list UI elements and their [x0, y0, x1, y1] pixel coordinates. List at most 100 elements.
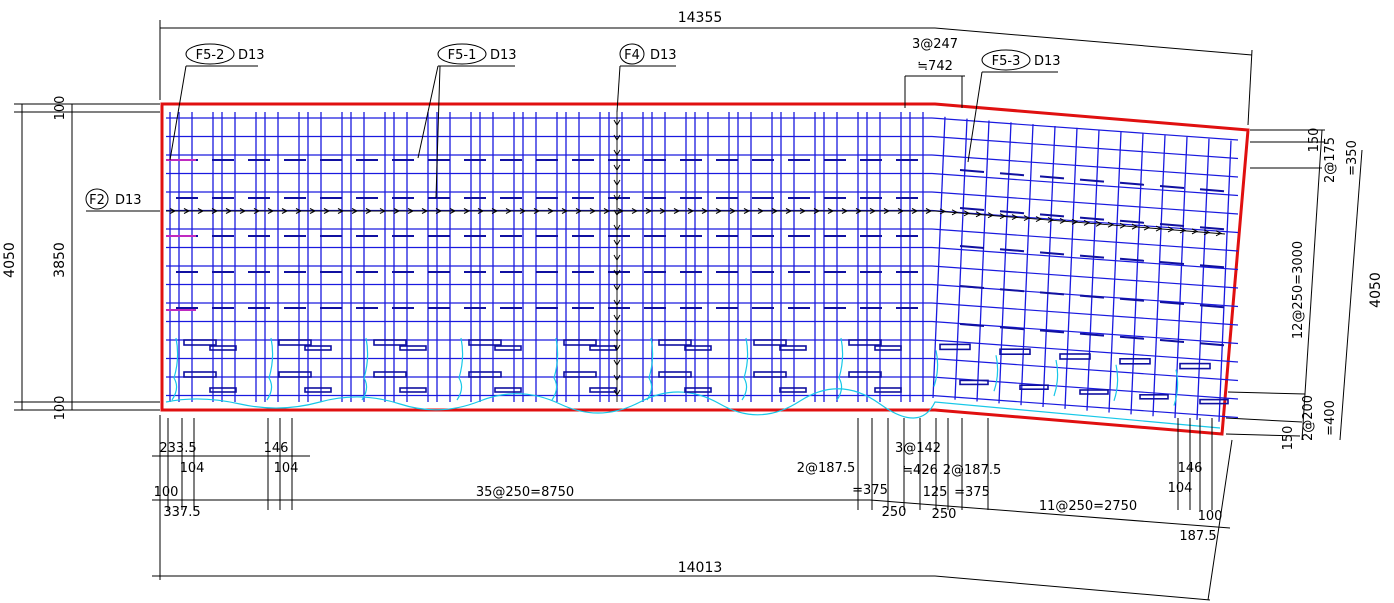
distribution-bar [999, 248, 1025, 253]
dim-b-100: 100 [154, 485, 179, 500]
rebar-vertical [1174, 136, 1188, 419]
rebar-horizontal [931, 172, 1239, 197]
column-bar [494, 387, 522, 393]
bar-label-f4: F4 D13 [619, 43, 677, 65]
rebar-horizontal [931, 117, 1239, 141]
dim-b-11at250: 11@250=2750 [1039, 499, 1137, 514]
distribution-bar [1039, 251, 1065, 256]
distribution-bar [1079, 254, 1105, 259]
cyan-hook [171, 337, 179, 401]
leader-line [417, 65, 439, 159]
distribution-bar [1159, 223, 1185, 227]
dim-line [934, 575, 1211, 601]
distribution-bar [1199, 264, 1225, 269]
dim-left-outer: 4050 [2, 242, 18, 278]
distribution-bar [999, 288, 1025, 293]
cyan-hook [1173, 369, 1179, 406]
cyan-hook [646, 337, 654, 401]
ext-line [1207, 439, 1233, 601]
rebar-horizontal [931, 339, 1239, 363]
rebar-horizontal [931, 154, 1239, 178]
dim-b-3at142: 3@142 [895, 441, 941, 456]
cyan-hook [551, 337, 559, 401]
distribution-bar [1079, 332, 1105, 337]
rebar-horizontal [931, 135, 1239, 160]
dim-right-bottom-total: =400 [1323, 400, 1338, 436]
column-bar [658, 339, 692, 346]
dim-b-250b: 250 [932, 507, 957, 522]
column-bar [183, 339, 217, 346]
dim-left-inner: 3850 [52, 242, 68, 278]
dim-b-146a: 146 [264, 441, 289, 456]
dim-right-top-pitch: 2@175 [1323, 137, 1338, 183]
distribution-bar [1159, 185, 1185, 189]
dimension-lines [14, 20, 1363, 601]
column-bar [278, 339, 312, 346]
dim-left-100-top: 100 [53, 96, 68, 121]
distribution-bar [1039, 175, 1065, 180]
dim-right-150-top: 150 [1307, 128, 1322, 153]
rebar-grid [165, 112, 1239, 429]
bar-markers [166, 112, 1226, 402]
column-bar [1179, 362, 1211, 370]
dim-b-146b: 146 [1178, 461, 1203, 476]
rebar-horizontal [931, 209, 1239, 234]
rebar-horizontal [931, 357, 1239, 382]
cyan-edge-bar [165, 388, 1221, 429]
column-bar [589, 345, 617, 351]
column-bar [1079, 389, 1109, 395]
leader-line [616, 65, 621, 113]
bar-mark: F5-3 [992, 54, 1021, 69]
column-bar [753, 371, 787, 378]
column-bar [563, 371, 597, 378]
column-bar [563, 339, 597, 346]
column-bar [209, 387, 237, 393]
distribution-bar [1079, 294, 1105, 299]
bar-size: D13 [238, 48, 265, 63]
dim-b-104a: 104 [180, 461, 205, 476]
dim-b-104c: 104 [1168, 481, 1193, 496]
dim-b-426: ≒426 [902, 463, 938, 478]
bar-mark: F5-2 [196, 48, 225, 63]
dim-line [934, 27, 1253, 56]
column-bar [684, 345, 712, 351]
column-bar [779, 387, 807, 393]
bar-size: D13 [650, 48, 677, 63]
dim-kink-total: ≒742 [917, 59, 953, 74]
cyan-hook [1113, 364, 1119, 401]
bar-size: D13 [115, 193, 142, 208]
column-bar [278, 371, 312, 378]
distribution-bar [1199, 226, 1225, 231]
column-bar [753, 339, 787, 346]
column-bar [779, 345, 807, 351]
rebar-vertical [932, 116, 946, 399]
distribution-bar [1159, 339, 1185, 343]
dim-overall-bottom: 14013 [678, 560, 723, 576]
bar-mark: F5-1 [448, 48, 477, 63]
rebar-vertical [1020, 124, 1034, 406]
distribution-bar [1079, 216, 1105, 221]
bar-label-f2: F2 D13 [85, 188, 142, 210]
column-bar [1019, 384, 1049, 391]
bar-label-f5-2: F5-2 D13 [185, 43, 265, 65]
rebar-horizontal [931, 191, 1239, 215]
column-bar [494, 345, 522, 351]
column-bar [939, 343, 971, 351]
ext-line [1225, 417, 1303, 423]
distribution-bar [1119, 219, 1145, 224]
rebar-vertical [1218, 140, 1232, 422]
column-bar [373, 339, 407, 346]
distribution-bar [1199, 342, 1225, 347]
distribution-bar [959, 169, 985, 173]
cyan-hook [933, 350, 939, 387]
dim-b-2at1875b: 2@187.5 [943, 463, 1002, 478]
column-bar [183, 371, 217, 378]
cyan-hook [1053, 359, 1059, 397]
rebar-horizontal [931, 265, 1239, 289]
dim-b-2at1875: 2@187.5 [797, 461, 856, 476]
bar-mark: F2 [89, 193, 105, 208]
column-bar [658, 371, 692, 378]
dim-b-375a: =375 [852, 483, 888, 498]
dim-overall-top: 14355 [678, 10, 723, 26]
column-bar [399, 387, 427, 393]
